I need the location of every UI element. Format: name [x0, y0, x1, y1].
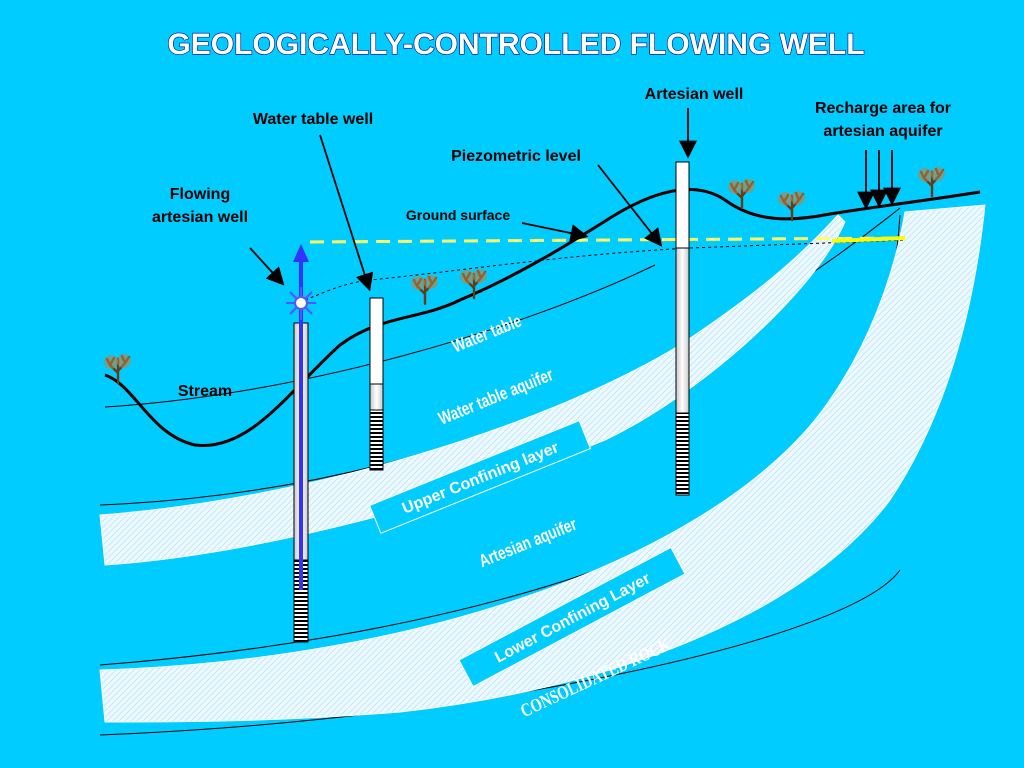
label-ground-surface: Ground surface	[406, 207, 510, 223]
label-flowing-well-line1: Flowing	[170, 186, 230, 203]
label-recharge-area-line1: Recharge area for	[815, 100, 951, 117]
tree-icon	[409, 273, 440, 306]
label-water-table-well: Water table well	[253, 111, 373, 128]
ground-surface-line	[104, 188, 981, 448]
recharge-water-line	[831, 236, 906, 243]
label-flowing-well-line2: artesian well	[152, 209, 248, 226]
label-recharge-area-line2: artesian aquifer	[823, 123, 942, 140]
tree-icon	[458, 267, 489, 300]
arrow-icon	[521, 222, 589, 242]
water-table-line	[304, 239, 906, 301]
pointer-arrows	[249, 108, 901, 292]
label-stream: Stream	[178, 383, 232, 400]
water-table-well	[369, 297, 384, 471]
tree-icon	[102, 352, 133, 385]
arrow-icon	[597, 164, 663, 247]
tree-icon	[916, 165, 947, 198]
tree-icon	[776, 189, 807, 222]
label-water-table: Water table	[450, 312, 525, 357]
label-artesian-aquifer: Artesian aquifer	[477, 515, 580, 571]
lower-confining-layer	[99, 204, 986, 723]
page-title: GEOLOGICALLY-CONTROLLED FLOWING WELL	[167, 28, 864, 61]
flowing-artesian-well	[286, 244, 316, 643]
piezometric-level-line	[309, 236, 906, 244]
label-artesian-well: Artesian well	[645, 86, 744, 103]
water-spray-icon	[286, 287, 316, 320]
arrow-icon	[319, 134, 374, 292]
arrow-icon	[249, 247, 285, 286]
label-piezometric-level: Piezometric level	[451, 148, 581, 165]
artesian-well	[675, 161, 690, 496]
